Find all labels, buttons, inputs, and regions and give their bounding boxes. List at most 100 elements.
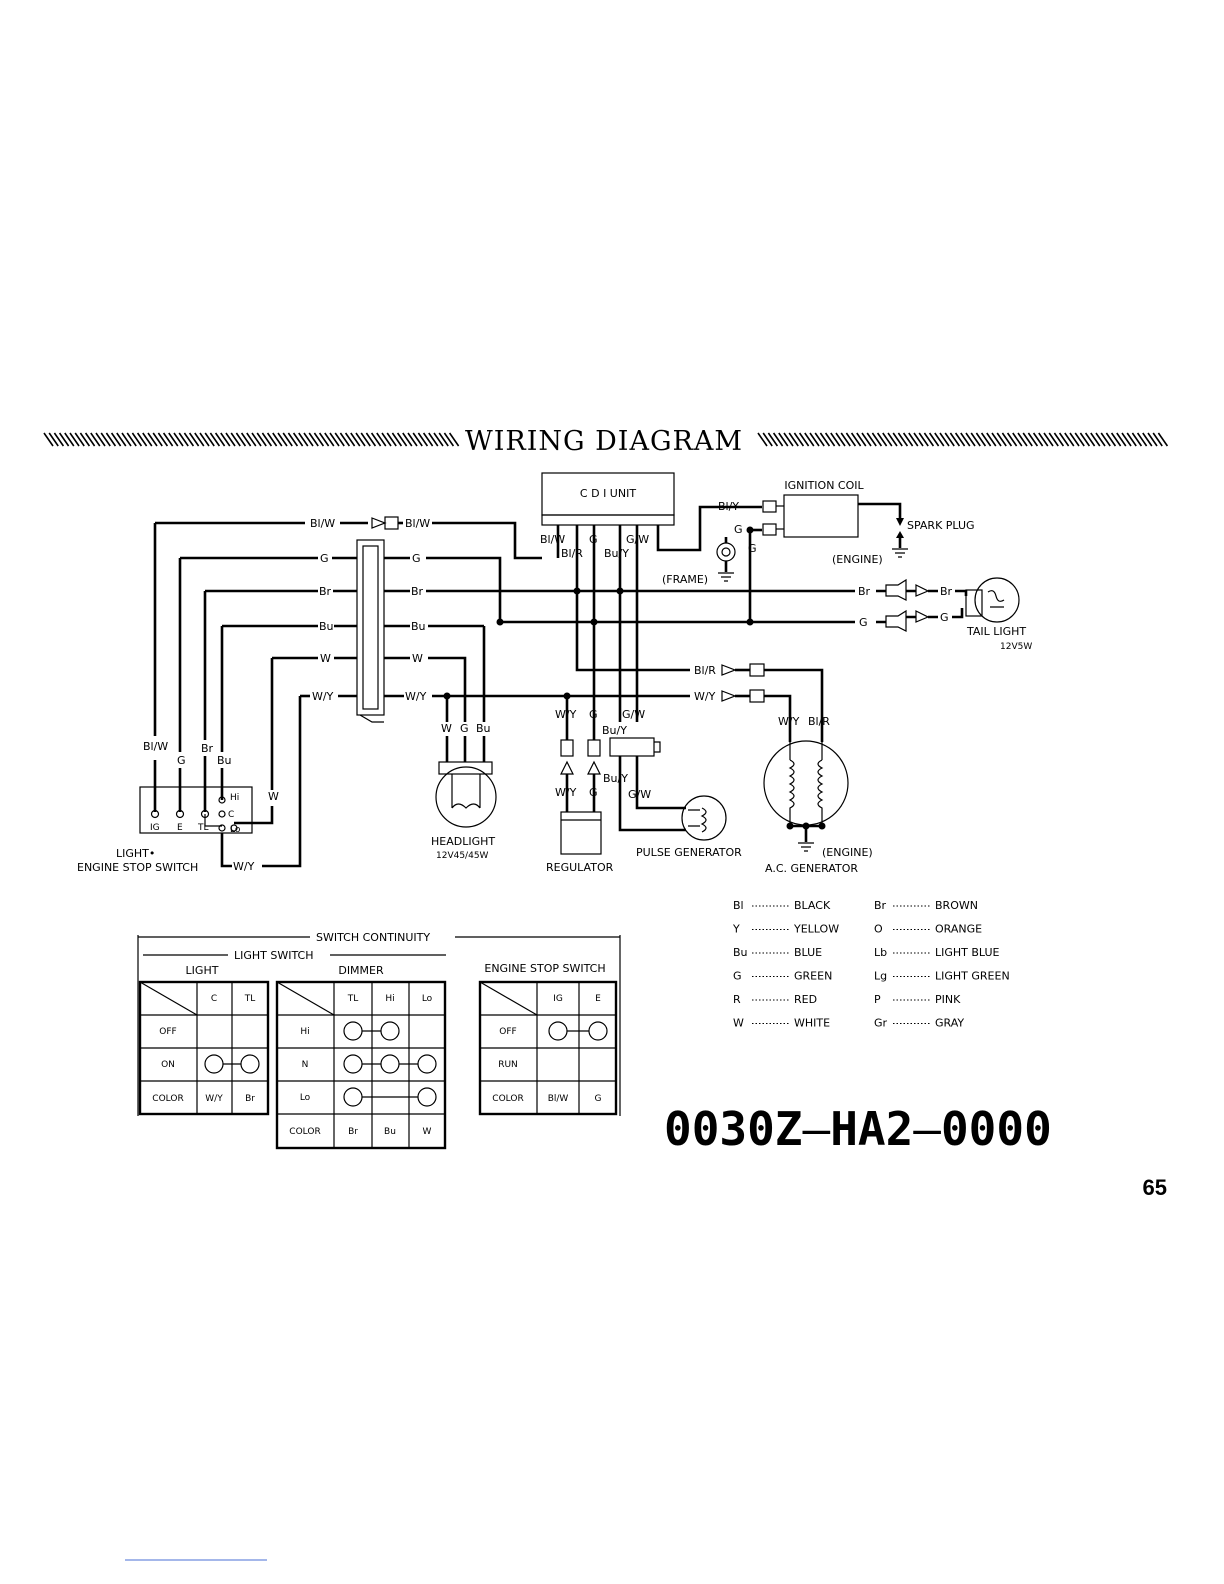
hatch-mark — [793, 432, 805, 447]
hatch-mark — [84, 432, 96, 447]
hatch-mark — [1038, 432, 1049, 447]
hatch-mark — [1027, 432, 1039, 447]
hatch-mark — [438, 432, 449, 447]
cdi-unit: C D I UNIT — [541, 472, 675, 526]
svg-text:Bl/W: Bl/W — [143, 740, 168, 753]
svg-text:G: G — [589, 708, 598, 721]
hatch-mark — [396, 432, 408, 447]
svg-text:Br: Br — [858, 585, 871, 598]
hatch-mark — [960, 432, 971, 447]
tail-light-rating: 12V5W — [1000, 642, 1032, 652]
svg-text:E: E — [595, 994, 601, 1004]
hatch-mark — [266, 432, 278, 447]
hatch-mark — [819, 432, 831, 447]
hatch-mark — [788, 432, 799, 447]
hatch-mark — [131, 432, 143, 447]
hatch-mark — [1110, 432, 1122, 447]
light-engine-stop-switch: Bl/W G Br Bu W W/Y IG E TL Hi C Lo LIGHT… — [77, 523, 302, 874]
hatch-mark — [1053, 432, 1065, 447]
svg-text:SWITCH CONTINUITY: SWITCH CONTINUITY — [316, 931, 430, 944]
hatch-mark — [892, 432, 903, 447]
legend-color-name: BROWN — [935, 899, 978, 912]
hatch-mark — [246, 432, 257, 447]
svg-text:Bu: Bu — [384, 1127, 396, 1137]
svg-text:Bl/R: Bl/R — [808, 715, 830, 728]
hatch-mark — [1105, 432, 1117, 447]
hatch-mark — [277, 432, 288, 447]
svg-text:G: G — [460, 722, 469, 735]
hatch-mark — [110, 432, 122, 447]
tail-light-label: TAIL LIGHT — [966, 625, 1026, 638]
svg-text:W: W — [320, 652, 331, 665]
hatch-mark — [949, 432, 961, 447]
hatch-mark — [282, 432, 293, 447]
hatch-mark — [298, 432, 309, 447]
hatch-mark — [1017, 432, 1028, 447]
legend-code: Lb — [874, 946, 887, 959]
hatch-mark — [136, 432, 148, 447]
hatch-mark — [95, 432, 106, 447]
legend-color-name: WHITE — [794, 1017, 830, 1030]
svg-text:Bu: Bu — [319, 620, 334, 633]
svg-text:Bl/W: Bl/W — [540, 533, 565, 546]
dimmer-table: DIMMER TL Hi Lo Hi N Lo COLOR Br Bu W — [275, 964, 447, 1150]
hatch-mark — [856, 432, 867, 447]
hatch-mark — [954, 432, 966, 447]
svg-text:G: G — [748, 542, 757, 555]
legend-code: G — [733, 970, 742, 983]
svg-text:Br: Br — [201, 742, 214, 755]
hatch-mark — [147, 432, 158, 447]
title-banner: WIRING DIAGRAM — [43, 426, 1169, 457]
hatch-mark — [1147, 432, 1158, 447]
svg-text:Bl/W: Bl/W — [548, 1094, 569, 1104]
ignition-coil-label: IGNITION COIL — [784, 479, 864, 492]
hatch-mark — [835, 432, 846, 447]
svg-text:G: G — [320, 552, 329, 565]
hatch-mark — [199, 432, 210, 447]
hatch-mark — [48, 432, 59, 447]
hatch-mark — [376, 432, 387, 447]
hatch-mark — [152, 432, 163, 447]
hatch-mark — [1157, 432, 1169, 447]
legend-color-name: GRAY — [935, 1017, 964, 1030]
hatch-mark — [240, 432, 252, 447]
hatch-mark — [1006, 432, 1018, 447]
hatch-mark — [965, 432, 976, 447]
hatch-mark — [923, 432, 935, 447]
hatch-mark — [980, 432, 992, 447]
svg-text:TL: TL — [347, 994, 359, 1004]
legend-color-name: BLACK — [794, 899, 831, 912]
pulse-generator: G/W Bu/Y Bu/Y G/W PULSE GENERATOR — [602, 708, 742, 859]
hatch-mark — [225, 432, 236, 447]
svg-text:Bu: Bu — [476, 722, 491, 735]
hatch-mark — [53, 432, 65, 447]
hatch-mark — [939, 432, 950, 447]
svg-text:C: C — [228, 810, 234, 820]
hatch-mark — [318, 432, 330, 447]
hatch-mark — [365, 432, 377, 447]
legend-color-name: YELLOW — [793, 923, 839, 936]
svg-text:COLOR: COLOR — [289, 1127, 320, 1137]
svg-text:OFF: OFF — [159, 1027, 176, 1037]
hatch-mark — [350, 432, 361, 447]
svg-text:IG: IG — [553, 994, 563, 1004]
svg-text:Bl/R: Bl/R — [694, 664, 716, 677]
hatch-mark — [1152, 432, 1163, 447]
tail-light: Br G TAIL LIGHT 12V5W — [876, 577, 1032, 652]
svg-text:W/Y: W/Y — [694, 690, 716, 703]
hatch-mark — [417, 432, 429, 447]
svg-text:LIGHT: LIGHT — [186, 964, 219, 977]
engine-spark-label: (ENGINE) — [832, 553, 883, 566]
hatch-mark — [287, 432, 299, 447]
hatch-mark — [105, 432, 117, 447]
hatch-mark — [1079, 432, 1091, 447]
svg-text:W/Y: W/Y — [312, 690, 334, 703]
legend-color-name: LIGHT GREEN — [935, 970, 1010, 983]
svg-text:(ENGINE): (ENGINE) — [822, 846, 873, 859]
hatch-decoration-right — [757, 432, 1169, 447]
svg-text:LIGHT SWITCH: LIGHT SWITCH — [234, 949, 314, 962]
hatch-mark — [428, 432, 439, 447]
svg-text:DIMMER: DIMMER — [338, 964, 384, 977]
svg-text:ON: ON — [161, 1060, 175, 1070]
light-table: LIGHT C TL OFF ON COLOR W/Y Br — [138, 964, 270, 1116]
